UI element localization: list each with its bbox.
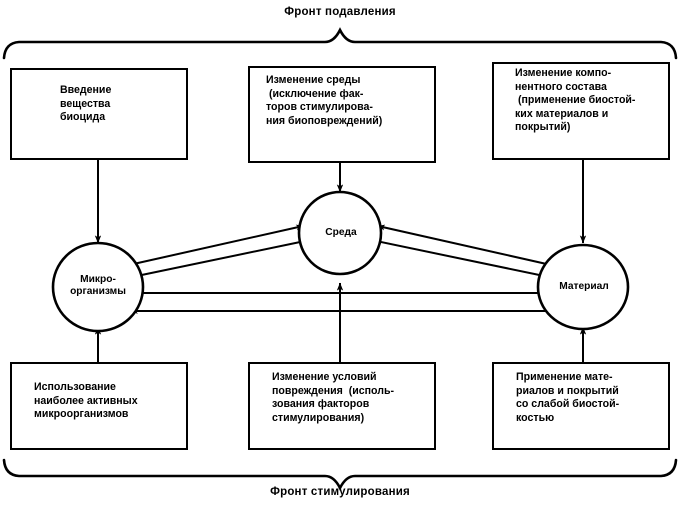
box-composition-change-text: Изменение компо- нентного состава (приме… <box>515 67 636 134</box>
box-weak-biostability-text: Применение мате- риалов и покрытий со сл… <box>516 371 620 424</box>
box-damage-conditions-text: Изменение условий повреждения (исполь- з… <box>272 371 395 424</box>
arrow-microorganisms-to-environment <box>128 224 304 266</box>
arrow-environment-to-microorganisms <box>131 240 306 279</box>
arrow-environment-to-material <box>375 240 550 279</box>
box-environment-change-text: Изменение среды (исключение фак- торов с… <box>266 74 383 127</box>
box-active-microbes-text: Использование наиболее активных микроорг… <box>34 381 138 421</box>
box-biocide[interactable] <box>10 68 188 160</box>
box-weak-biostability[interactable] <box>492 362 670 450</box>
box-environment-change[interactable] <box>248 66 436 163</box>
top-front-label: Фронт подавления <box>284 6 396 18</box>
node-microorganisms-circle <box>51 241 145 333</box>
top-brace <box>2 27 678 60</box>
box-active-microbes[interactable] <box>10 362 188 450</box>
box-biocide-text: Введение вещества биоцида <box>60 84 112 124</box>
box-composition-change[interactable] <box>492 62 670 160</box>
node-microorganisms-label: Микро- организмы <box>70 274 126 297</box>
box-damage-conditions[interactable] <box>248 362 436 450</box>
node-material-label: Материал <box>559 281 609 292</box>
arrow-material-to-environment <box>377 224 552 266</box>
bottom-front-label: Фронт стимулирования <box>270 486 410 498</box>
bottom-brace <box>2 458 678 491</box>
node-environment-circle <box>297 190 383 276</box>
node-material-circle <box>536 243 630 331</box>
node-environment-label: Среда <box>325 227 357 238</box>
